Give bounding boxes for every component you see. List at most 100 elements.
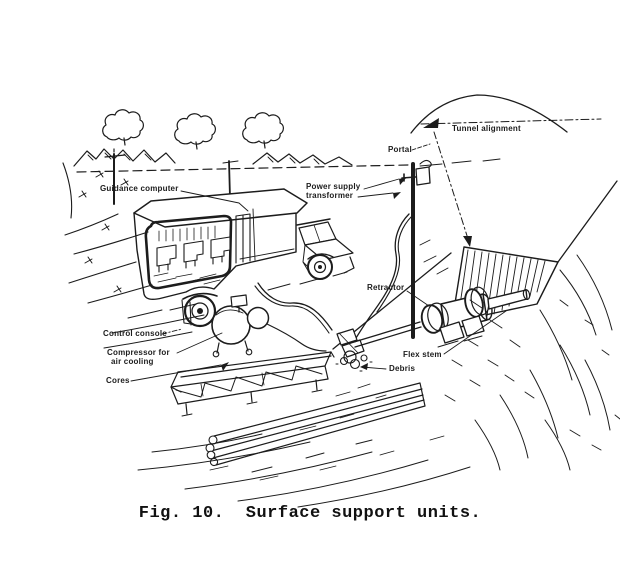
compressor-hose [267, 324, 326, 351]
pipe-bundle-fill [214, 383, 425, 465]
subterrene-machine [354, 285, 531, 347]
mountain-shading [88, 153, 319, 164]
cores-arrow [221, 362, 229, 371]
compressor-top-unit [231, 295, 247, 312]
wedge-hatching [459, 250, 545, 318]
console-unit [184, 241, 203, 268]
compressor-unit [212, 295, 326, 357]
leader-lines [131, 177, 506, 381]
cab-roof [297, 219, 330, 225]
label-control-console: Control console [103, 329, 167, 338]
tree-icon [242, 112, 284, 149]
power-supply-arrow-1 [399, 177, 407, 185]
transformer-box [416, 167, 430, 185]
label-compressor-line1: Compressor for [107, 348, 170, 357]
background-terrain [74, 110, 500, 172]
pole-mid [229, 161, 230, 198]
compressor-wheel [246, 349, 252, 355]
windshield-divider [314, 225, 320, 242]
front-fender [308, 254, 333, 259]
debris-blob [351, 360, 360, 369]
compressor-wheel [213, 351, 219, 357]
truck-cable-2 [255, 286, 329, 333]
power-cable-2 [377, 216, 412, 312]
stem-clamp [337, 329, 364, 357]
figure-caption: Fig. 10. Surface support units. [138, 504, 482, 523]
midground-lines [104, 315, 204, 348]
right-hill-strokes [475, 255, 612, 470]
bottom-dashes [210, 436, 444, 480]
tree-icon [174, 113, 216, 150]
rack-feet-dashes [182, 390, 322, 416]
label-portal: Portal [388, 145, 412, 154]
compressor-leader [177, 333, 222, 353]
rack-verticals [201, 373, 264, 396]
machine-skid [440, 316, 484, 343]
stem-rod-end [522, 289, 530, 300]
rack-rails [171, 352, 331, 404]
label-flex-stem: Flex stem [403, 350, 442, 359]
truck-roof [134, 189, 307, 227]
right-hill-dashes [420, 240, 620, 450]
portal-leader [412, 144, 430, 150]
cores-leader [131, 365, 221, 381]
machine-ground-dashes [438, 336, 482, 347]
bumper [344, 257, 354, 273]
compressor-tank-detail [216, 310, 243, 315]
mountains-left [74, 149, 175, 166]
far-terrain-dashes [420, 159, 500, 166]
tree-icon [103, 110, 144, 145]
label-debris: Debris [389, 364, 416, 373]
debris-arrow [360, 363, 368, 370]
rack-legs [186, 380, 317, 414]
terrain-hatching [63, 163, 620, 507]
power-supply-leader-1 [364, 179, 399, 189]
far-hill-tunnel-alignment [411, 95, 601, 278]
mountains-right [253, 153, 352, 165]
bottom-sweeps [138, 434, 470, 507]
power-cable [356, 214, 409, 338]
label-tunnel-alignment: Tunnel alignment [452, 124, 521, 133]
rear-wheel-rim [192, 303, 208, 319]
pipe-lines [211, 383, 425, 465]
debris-blob [341, 358, 348, 365]
horizon-line [77, 165, 408, 172]
floor-scribbles [154, 273, 220, 284]
alignment-descending-line [434, 132, 469, 242]
console-unit [157, 245, 176, 272]
flex-stem-leader [444, 311, 506, 354]
cutaway-border [146, 216, 231, 288]
truck-ground-shadow [128, 272, 347, 318]
debris-dots [336, 362, 372, 371]
pipe-end [210, 458, 217, 465]
rear-fender [183, 294, 217, 299]
alignment-arrowhead [463, 236, 472, 247]
pipe-support-dashes [252, 440, 372, 472]
left-hill-curves [63, 163, 152, 303]
front-wheel-hub [318, 265, 322, 269]
right-slope-line [558, 181, 617, 262]
support-truck [128, 189, 354, 333]
dome-hill [411, 95, 567, 133]
front-wheel-rim [315, 262, 326, 273]
label-guidance-computer: Guidance computer [100, 184, 179, 193]
power-supply-arrow-2 [393, 192, 401, 199]
stem-clamp-brace [339, 333, 358, 353]
rack-left-end [171, 372, 181, 404]
label-compressor-line2: air cooling [111, 357, 154, 366]
label-power-supply-line2: transformer [306, 191, 354, 200]
retractor-leader [407, 291, 429, 306]
compressor-tank [212, 306, 250, 344]
core-rack [171, 352, 334, 416]
label-power-supply-line1: Power supply [306, 182, 361, 191]
pipe-end [207, 451, 215, 459]
between-rack-wedge-dashes [336, 384, 386, 398]
pole-mid-crossarm [223, 161, 238, 163]
debris-blob [361, 355, 367, 361]
core-pipes [206, 383, 425, 472]
rear-wheel-hub [197, 308, 203, 314]
label-cores: Cores [106, 376, 130, 385]
rack-right-end [325, 352, 334, 379]
